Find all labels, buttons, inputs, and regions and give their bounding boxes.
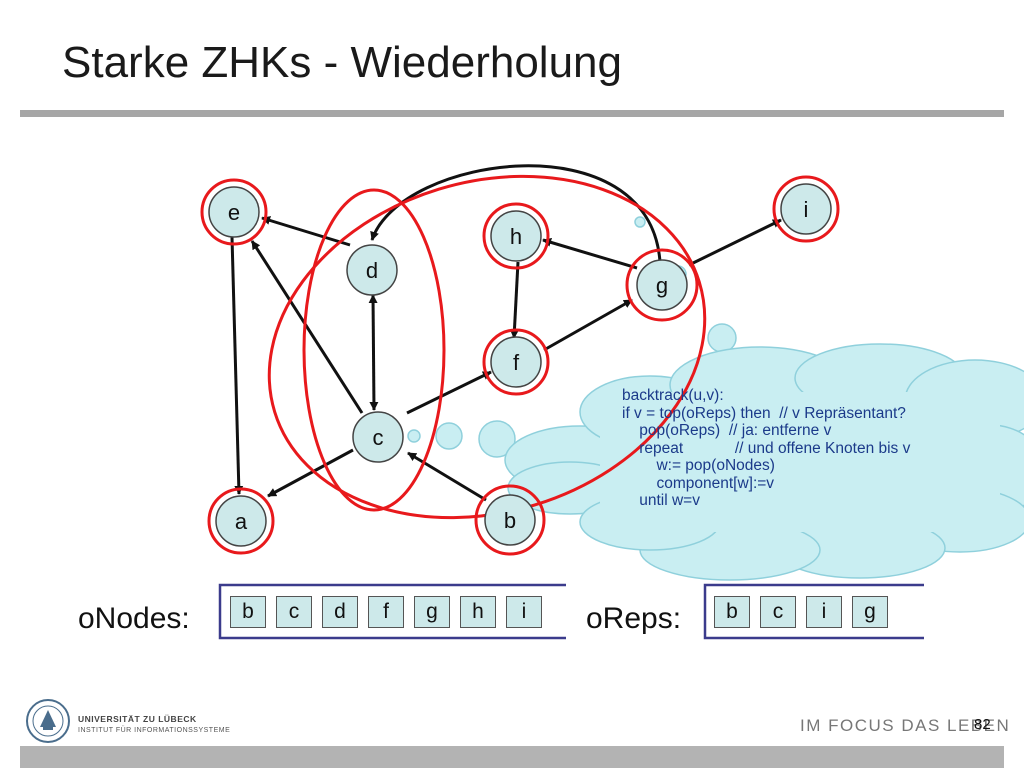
node-label-e: e <box>228 200 240 225</box>
university-seal-icon <box>26 699 70 743</box>
stack-cell: c <box>276 596 312 628</box>
onodes-stack: b c d f g h i <box>230 596 542 628</box>
node-c <box>352 411 404 463</box>
edge-g-d <box>370 164 662 263</box>
graph-nodes: e d h i g f c a b <box>208 183 832 547</box>
edge-h-f <box>509 261 520 339</box>
stack-cell: h <box>460 596 496 628</box>
edge-c-a <box>267 448 354 498</box>
edge-d-e <box>261 216 351 247</box>
footer-bar <box>20 746 1004 768</box>
component-ring-h <box>482 202 550 270</box>
stack-cell: d <box>322 596 358 628</box>
node-g <box>636 259 688 311</box>
bubble-dot <box>634 216 646 228</box>
code-line: backtrack(u,v): <box>622 387 724 404</box>
node-label-g: g <box>656 273 668 298</box>
code-line: component[w]:=v <box>622 474 775 492</box>
component-ring-cdfgb <box>267 174 707 520</box>
component-rings <box>200 174 840 556</box>
stack-cell: b <box>230 596 266 628</box>
edge-f-g <box>543 298 633 352</box>
bubble-dot <box>478 420 516 458</box>
onodes-label: oNodes: <box>78 602 190 635</box>
component-ring-g <box>625 248 699 322</box>
node-e <box>208 186 260 238</box>
node-label-d: d <box>366 258 378 283</box>
stack-cell: c <box>760 596 796 628</box>
edge-c-e <box>250 240 364 414</box>
node-f <box>490 336 542 388</box>
node-d <box>346 244 398 296</box>
stack-cell: g <box>414 596 450 628</box>
university-slogan: IM FOCUS DAS LEBEN <box>800 716 1011 735</box>
stack-cell: i <box>506 596 542 628</box>
onodes-frame <box>218 583 566 640</box>
edge-c-f <box>406 370 492 415</box>
node-h <box>490 210 542 262</box>
stack-frames <box>218 583 924 640</box>
university-name: UNIVERSITÄT ZU LÜBECK <box>78 714 197 724</box>
node-a <box>215 495 267 547</box>
oreps-stack: b c i g <box>714 596 888 628</box>
node-label-i: i <box>804 197 809 222</box>
cloud <box>504 343 1024 581</box>
page-number: 82 <box>974 716 991 733</box>
code-line: w:= pop(oNodes) <box>622 457 775 474</box>
stack-cell: g <box>852 596 888 628</box>
bubble-dot <box>407 429 421 443</box>
node-label-f: f <box>513 350 520 375</box>
component-ring-a <box>207 487 275 555</box>
institute-name: INSTITUT FÜR INFORMATIONSSYSTEME <box>78 727 231 734</box>
node-label-c: c <box>373 425 384 450</box>
backtrack-pseudocode: backtrack(u,v):if v = top(oReps) then //… <box>622 387 1012 510</box>
graph-edges <box>230 164 782 502</box>
slide-title: Starke ZHKs - Wiederholung <box>62 38 622 87</box>
code-line: repeat // und offene Knoten bis v <box>622 439 911 457</box>
oreps-frame <box>703 583 924 640</box>
oreps-label: oReps: <box>586 602 682 635</box>
node-label-h: h <box>510 224 522 249</box>
edge-g-h <box>542 237 638 270</box>
title-divider <box>20 110 1004 117</box>
component-ring-f <box>482 328 550 396</box>
edge-g-i <box>688 218 782 267</box>
component-ring-cd <box>302 188 446 512</box>
component-ring-e <box>200 178 268 246</box>
bubble-dot <box>435 422 463 450</box>
edge-e-a <box>230 236 244 495</box>
code-line: if v = top(oReps) then // v Repräsentant… <box>622 404 906 422</box>
stack-cell: i <box>806 596 842 628</box>
code-line: pop(oReps) // ja: entferne v <box>622 422 832 439</box>
node-i <box>780 183 832 235</box>
node-label-a: a <box>235 509 248 534</box>
stack-cell: f <box>368 596 404 628</box>
component-ring-i <box>772 175 840 243</box>
stack-cell: b <box>714 596 750 628</box>
node-label-b: b <box>504 508 516 533</box>
edge-c-d <box>368 294 379 411</box>
node-b <box>484 494 536 546</box>
edge-b-c <box>407 451 487 502</box>
thought-bubble <box>407 216 1024 581</box>
bubble-dot <box>707 323 737 353</box>
component-ring-b <box>474 484 546 556</box>
code-line: until w=v <box>622 492 700 509</box>
